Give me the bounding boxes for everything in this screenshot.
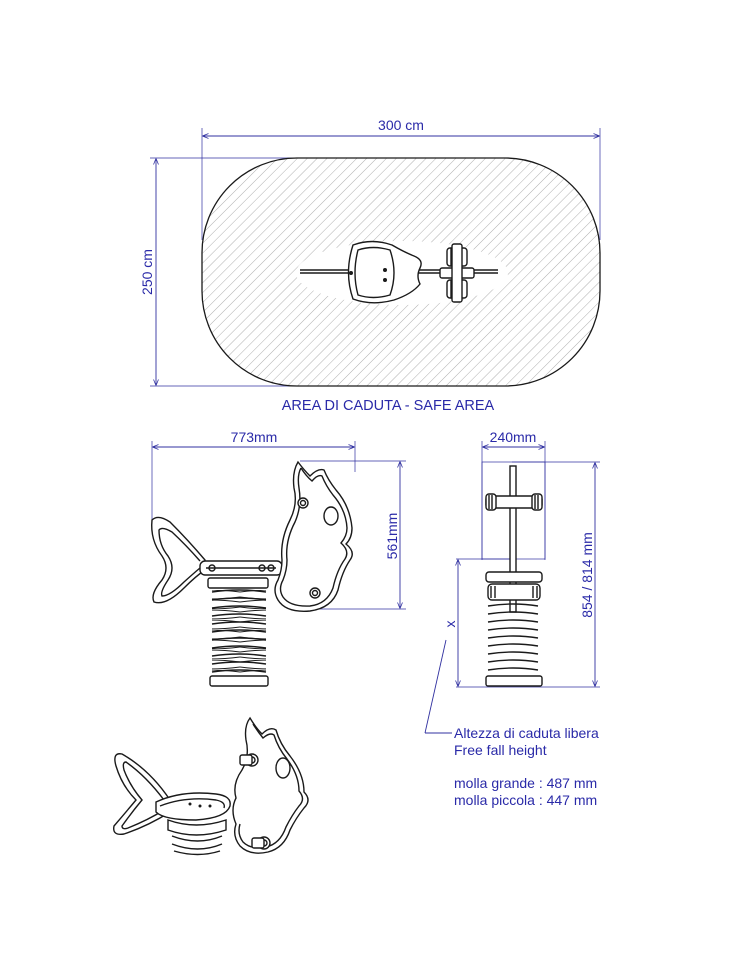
note-fall-height-en: Free fall height	[454, 742, 547, 758]
note-fall-height-it: Altezza di caduta libera	[454, 725, 599, 741]
notes: Altezza di caduta libera Free fall heigh…	[424, 639, 599, 808]
front-view: 240mm 854 / 814 mm x	[442, 429, 600, 688]
free-fall-x-label: x	[442, 621, 458, 628]
plan-view: 300 cm 250 cm	[139, 117, 601, 414]
plan-width-label: 300 cm	[378, 117, 424, 133]
note-spring-large: molla grande : 487 mm	[454, 775, 597, 791]
rider-top-view	[300, 240, 498, 304]
side-height-label: 561mm	[384, 513, 400, 560]
plan-height-label: 250 cm	[139, 249, 155, 295]
perspective-view	[113, 716, 309, 856]
front-height-label: 854 / 814 mm	[579, 532, 595, 618]
side-view: 773mm 561mm	[151, 429, 406, 687]
front-width-label: 240mm	[490, 429, 537, 445]
safe-area-caption: AREA DI CADUTA - SAFE AREA	[282, 398, 495, 414]
note-spring-small: molla piccola : 447 mm	[454, 792, 597, 808]
side-length-label: 773mm	[231, 429, 278, 445]
leader-line	[424, 639, 447, 734]
